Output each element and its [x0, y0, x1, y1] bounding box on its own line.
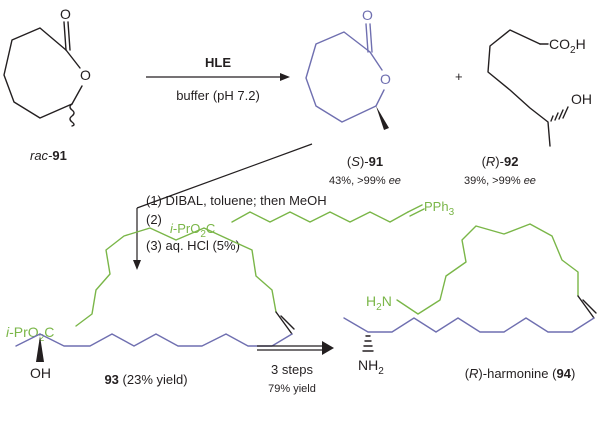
- r92-label: (R)-92: [482, 154, 519, 169]
- arrow-2-ylide-phosphorus: PPh3: [424, 199, 455, 218]
- arrow-1-reagent: HLE: [205, 55, 231, 70]
- rac91-label: rac-91: [30, 148, 67, 163]
- r92-hash-bond-1: [550, 115, 554, 122]
- s91-ring-closure: [375, 89, 385, 107]
- r92-hash-bond-4: [562, 106, 569, 119]
- rac91-carbonyl-bond-1: [63, 21, 67, 51]
- arrow-step-1: HLE buffer (pH 7.2): [146, 55, 290, 103]
- arrow-2-diagonal: [136, 143, 313, 209]
- arrow-2-step-1: (1) DIBAL, toluene; then MeOH: [146, 193, 327, 208]
- rac91-ring-bonds: [3, 27, 73, 119]
- compound-r-92: CO2H OH (R)-92 39%, >99% ee: [464, 29, 592, 187]
- arrow-step-2: (1) DIBAL, toluene; then MeOH (2) i-PrO2…: [133, 143, 455, 270]
- c94-amine-top: H2N: [366, 293, 392, 313]
- c94-green-chain: [396, 223, 579, 315]
- c93-cis-double-bond-inner: [280, 315, 295, 330]
- c94-cis-double-bond-inner: [582, 299, 597, 314]
- c93-ester-label: i-PrO2C: [6, 324, 54, 344]
- arrow-step-3: 3 steps 79% yield: [257, 341, 334, 395]
- compound-93: i-PrO2C OH 93 (23% yield): [6, 227, 295, 387]
- plus-sign: +: [455, 69, 463, 84]
- c93-label: 93 (23% yield): [104, 372, 187, 387]
- c93-hydroxyl: OH: [30, 365, 51, 381]
- c93-wedge-oh: [36, 336, 44, 362]
- s91-carbonyl-bond-1: [365, 23, 369, 53]
- rac91-carbonyl-oxygen: O: [60, 6, 71, 22]
- c93-green-chain: [75, 227, 277, 327]
- r92-chain: [487, 29, 551, 147]
- rac91-carbonyl-bond-2: [67, 21, 71, 51]
- rac91-wavy-methyl: [69, 103, 75, 127]
- c93-cis-double-bond: [275, 311, 293, 335]
- compound-s-91: O O (S)-91 43%, >99% ee: [305, 7, 401, 187]
- s91-carbonyl-bond-2: [369, 23, 373, 53]
- r92-yield: 39%, >99% ee: [464, 175, 536, 187]
- c94-cis-double-bond: [577, 295, 595, 319]
- arrow-2-ylide-chain: [231, 211, 409, 223]
- s91-carbonyl-oxygen: O: [362, 7, 373, 23]
- s91-wedge-methyl: [376, 106, 389, 130]
- arrow-2-step-2-prefix: (2): [146, 212, 162, 227]
- s91-yield: 43%, >99% ee: [329, 175, 401, 187]
- r92-hash-bond-3: [558, 109, 564, 120]
- arrow-2-step-3: (3) aq. HCl (5%): [146, 238, 240, 253]
- s91-ring-bonds: [305, 31, 377, 123]
- c93-blue-chain: [15, 333, 293, 347]
- r92-hydroxyl: OH: [571, 91, 592, 107]
- s91-label: (S)-91: [347, 154, 383, 169]
- arrow-3-yield: 79% yield: [268, 383, 316, 395]
- arrow-2-ylide-double-2: [409, 208, 425, 217]
- c94-blue-chain: [343, 317, 595, 333]
- rac91-ring-closure: [71, 85, 83, 105]
- c94-amine-bottom: NH2: [358, 357, 384, 377]
- arrow-1-head: [280, 73, 290, 81]
- r92-hash-bond-2: [554, 112, 559, 121]
- s91-ester-bond: [369, 51, 383, 71]
- rac91-ester-bond: [65, 49, 81, 69]
- arrow-3-head: [322, 341, 334, 355]
- arrow-3-steps: 3 steps: [271, 362, 313, 377]
- arrow-2-ylide-double-1: [407, 204, 423, 213]
- compound-rac-91: O O rac-91: [3, 6, 91, 163]
- r92-acid-group: CO2H: [549, 36, 586, 56]
- arrow-2-head: [133, 260, 141, 270]
- c94-label: (R)-harmonine (94): [465, 366, 576, 381]
- rac91-ring-oxygen: O: [80, 67, 91, 83]
- s91-ring-oxygen: O: [380, 71, 391, 87]
- arrow-1-conditions: buffer (pH 7.2): [176, 88, 260, 103]
- compound-94: H2N NH2 (R)-harmonine (94): [343, 223, 597, 381]
